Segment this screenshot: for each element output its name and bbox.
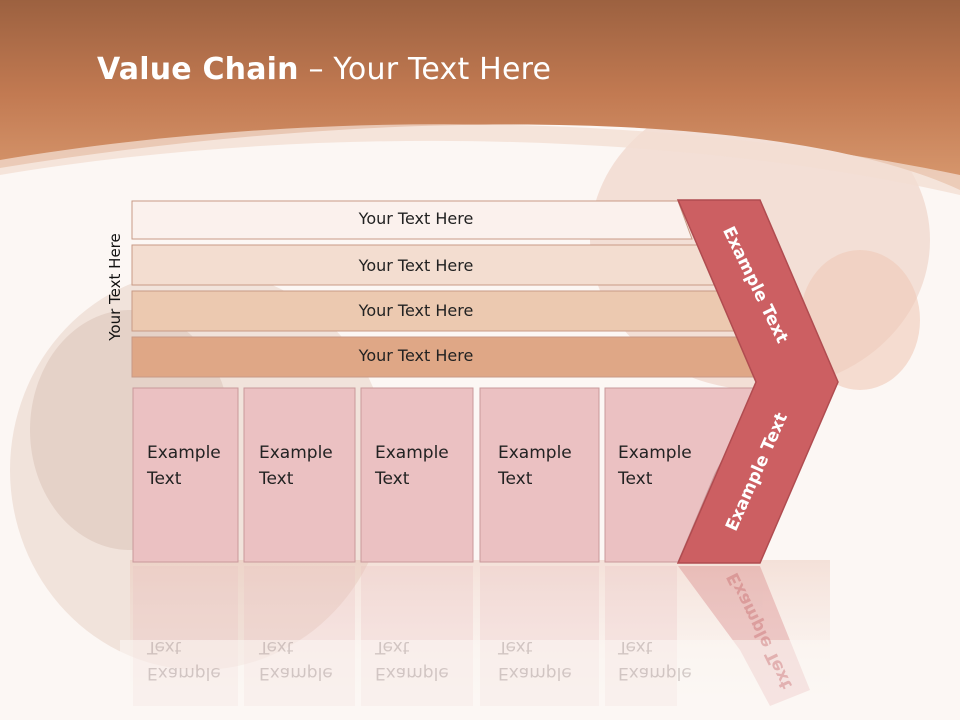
column-label-5: Example Text: [618, 443, 692, 489]
value-chain-columns: [132, 387, 761, 563]
row-label-4: Your Text Here: [358, 346, 474, 365]
column-reflection-1: Example Text: [147, 637, 221, 683]
column-reflection-3: Example Text: [375, 637, 449, 683]
title-bold: Value Chain: [97, 52, 299, 87]
column-label-4: Example Text: [498, 443, 572, 489]
column-label-1: Example Text: [147, 443, 221, 489]
column-label-2: Example Text: [259, 443, 333, 489]
column-reflection-5: Example Text: [618, 637, 692, 683]
column-reflection-4: Example Text: [498, 637, 572, 683]
row-label-2: Your Text Here: [358, 256, 474, 275]
row-label-3: Your Text Here: [358, 301, 474, 320]
row-label-1: Your Text Here: [358, 209, 474, 228]
slide-title: Value Chain – Your Text Here: [97, 52, 551, 87]
title-rest: – Your Text Here: [298, 52, 552, 87]
chevron-reflection: Example Text: [723, 569, 797, 693]
column-label-3: Example Text: [375, 443, 449, 489]
column-reflection-2: Example Text: [259, 637, 333, 683]
